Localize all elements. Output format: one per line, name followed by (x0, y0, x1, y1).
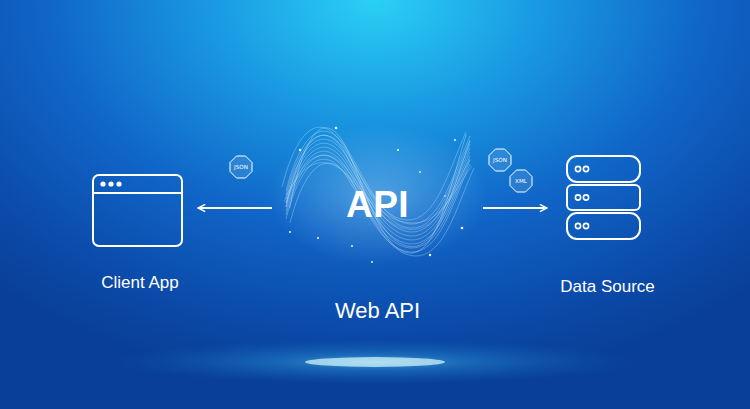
node-label: Client App (90, 272, 190, 294)
connector-line (483, 207, 547, 209)
arrow-connector (198, 208, 272, 209)
floor-highlight (305, 357, 445, 367)
format-badge-node: JSON (488, 148, 512, 172)
node-label: Data Source (555, 276, 660, 298)
connector-line (198, 207, 272, 209)
format-badge-node: XML (509, 169, 533, 193)
node-label: API (280, 185, 475, 225)
format-badge-node: JSON (229, 155, 253, 179)
database-icon (555, 150, 660, 298)
badge-text: JSON (229, 155, 253, 179)
badge-text: JSON (488, 148, 512, 172)
api-node: API Web API (280, 140, 475, 325)
floor-glow (115, 340, 635, 384)
wave-glow (268, 125, 488, 265)
arrow-connector (483, 208, 547, 209)
endpoint-node: Data Source (555, 150, 660, 298)
badge-text: XML (509, 169, 533, 193)
endpoint-node: Client App (90, 172, 190, 297)
node-caption: Web API (280, 298, 475, 324)
